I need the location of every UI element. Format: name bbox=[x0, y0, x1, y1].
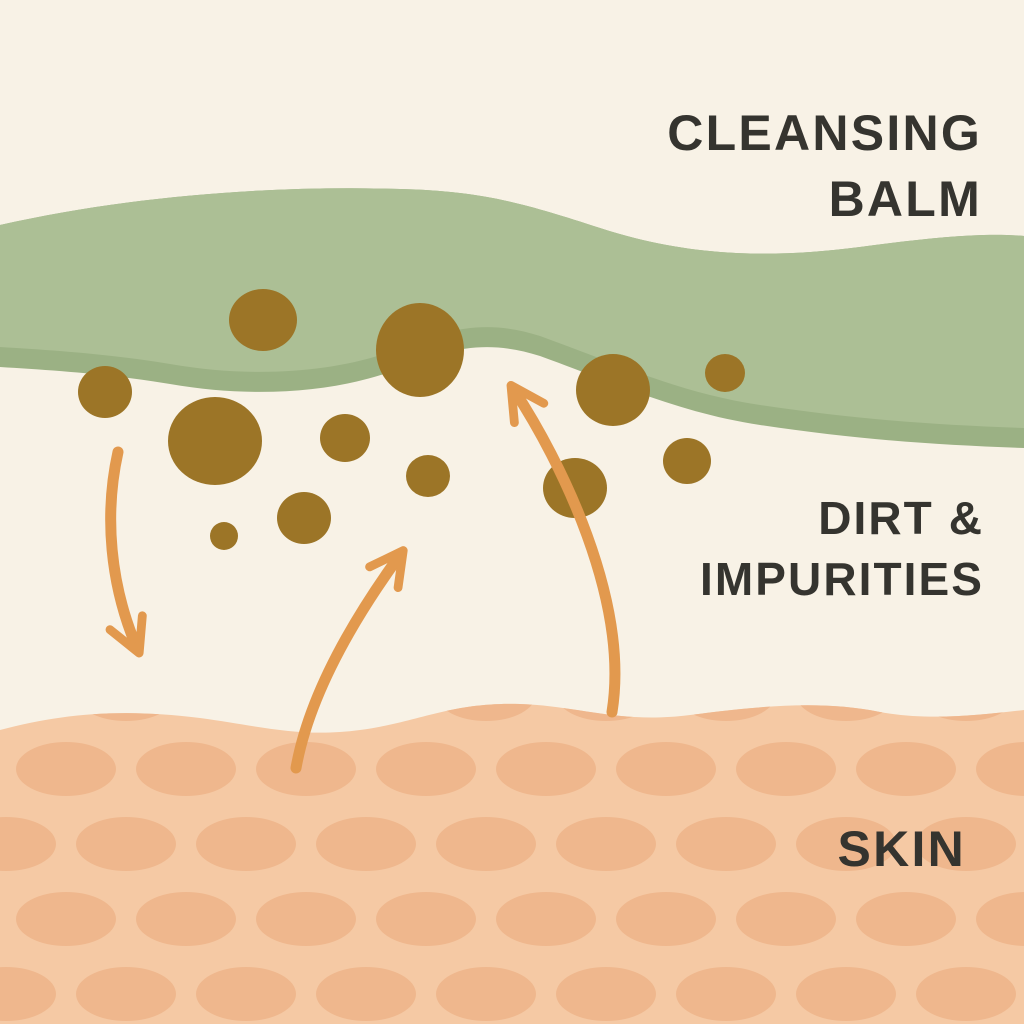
dirt-impurities-label-line2: IMPURITIES bbox=[700, 552, 984, 605]
dirt-impurities-label: DIRT & IMPURITIES bbox=[700, 488, 984, 609]
dirt-particles bbox=[78, 289, 745, 550]
balm-layer bbox=[0, 188, 1024, 428]
cleansing-balm-label: CLEANSING BALM bbox=[667, 100, 982, 232]
dirt-particle bbox=[576, 354, 650, 426]
skin-cell-pattern bbox=[0, 703, 1024, 1024]
dirt-particle bbox=[705, 354, 745, 392]
arrow-down-icon bbox=[105, 446, 147, 658]
cleansing-balm-label-line2: BALM bbox=[828, 171, 982, 227]
skin-label-text: SKIN bbox=[837, 821, 966, 877]
dirt-particle bbox=[229, 289, 297, 351]
skin-layer bbox=[0, 703, 1024, 1024]
flow-arrows bbox=[105, 381, 621, 774]
dirt-particle bbox=[210, 522, 238, 550]
dirt-particle bbox=[376, 303, 464, 397]
dirt-impurities-label-line1: DIRT & bbox=[818, 492, 984, 544]
dirt-particle bbox=[663, 438, 711, 484]
arrow-up-right-icon bbox=[506, 381, 621, 718]
dirt-particle bbox=[168, 397, 262, 485]
cleansing-balm-label-line1: CLEANSING bbox=[667, 105, 982, 161]
skin-label: SKIN bbox=[838, 816, 966, 882]
dirt-particle bbox=[320, 414, 370, 462]
dirt-particle bbox=[406, 455, 450, 497]
arrow-up-middle-icon bbox=[290, 546, 408, 774]
dirt-particle bbox=[277, 492, 331, 544]
dirt-particle bbox=[78, 366, 132, 418]
